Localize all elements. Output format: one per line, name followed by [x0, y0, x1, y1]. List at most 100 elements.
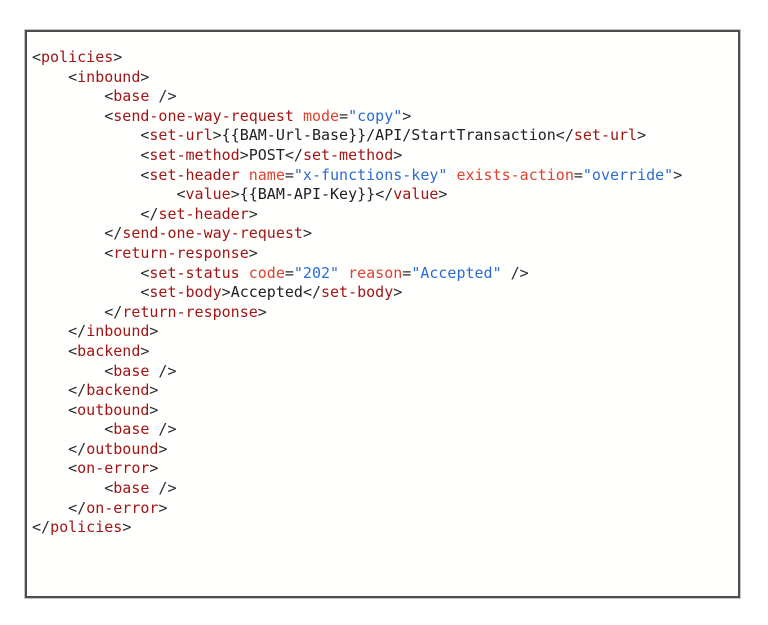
code-line: </outbound>	[32, 440, 730, 460]
xml-attribute-value: "Accepted"	[411, 263, 502, 282]
code-line: <on-error>	[32, 459, 730, 479]
code-line: </backend>	[32, 381, 730, 401]
xml-delimiter: <	[68, 400, 78, 419]
xml-delimiter: <	[68, 459, 78, 478]
code-line: <base />	[32, 479, 730, 499]
xml-delimiter: <	[140, 126, 150, 145]
xml-element-name: base	[113, 87, 150, 106]
xml-delimiter: </	[555, 126, 574, 145]
xml-element-name: inbound	[77, 67, 141, 86]
xml-delimiter: >	[149, 400, 159, 419]
xml-element-name: set-header	[158, 204, 249, 223]
xml-delimiter: <	[140, 165, 150, 184]
xml-delimiter: </	[104, 224, 123, 243]
xml-element-name: value	[393, 185, 439, 204]
code-line: <base />	[32, 362, 730, 382]
xml-delimiter: >	[221, 283, 231, 302]
xml-delimiter: >	[158, 439, 168, 458]
xml-delimiter: <	[104, 243, 114, 262]
xml-element-name: base	[113, 361, 150, 380]
xml-delimiter: </	[68, 439, 87, 458]
xml-attribute-name: exists-action	[456, 165, 574, 184]
xml-element-name: outbound	[86, 439, 159, 458]
xml-delimiter: <	[104, 106, 114, 125]
xml-attribute-name: name	[248, 165, 285, 184]
xml-delimiter: >	[149, 459, 159, 478]
xml-element-name: return-response	[113, 243, 249, 262]
code-line: <outbound>	[32, 401, 730, 421]
xml-delimiter: >	[248, 204, 258, 223]
code-line: </inbound>	[32, 322, 730, 342]
xml-attribute-name: code	[248, 263, 285, 282]
xml-element-name: on-error	[77, 459, 150, 478]
code-line: <value>{{BAM-API-Key}}</value>	[32, 185, 730, 205]
xml-delimiter: </	[68, 322, 87, 341]
xml-delimiter: <	[176, 185, 186, 204]
code-line: <set-status code="202" reason="Accepted"…	[32, 264, 730, 284]
xml-attribute-value: "202"	[293, 263, 340, 282]
xml-delimiter: <	[68, 67, 78, 86]
xml-delimiter: <	[104, 479, 114, 498]
xml-delimiter: >	[158, 498, 168, 517]
xml-delimiter: >	[149, 322, 159, 341]
xml-delimiter: >	[122, 518, 132, 537]
xml-code-block: <policies> <inbound> <base /> <send-one-…	[24, 29, 741, 599]
xml-delimiter: >	[230, 185, 240, 204]
xml-delimiter: =	[284, 263, 294, 282]
xml-element-name: inbound	[86, 322, 150, 341]
xml-attribute-value: "x-functions-key"	[293, 165, 448, 184]
xml-delimiter: >	[239, 145, 249, 164]
xml-delimiter: <	[140, 283, 150, 302]
xml-delimiter: <	[104, 361, 114, 380]
xml-delimiter: =	[284, 165, 294, 184]
code-line: <set-url>{{BAM-Url-Base}}/API/StartTrans…	[32, 126, 730, 146]
xml-delimiter: </	[284, 145, 303, 164]
xml-delimiter: />	[149, 361, 177, 380]
xml-element-name: backend	[86, 381, 150, 400]
code-line: </set-header>	[32, 205, 730, 225]
xml-delimiter: >	[140, 67, 150, 86]
xml-element-name: set-url	[573, 126, 638, 145]
xml-delimiter	[294, 107, 303, 125]
xml-text-content: POST	[248, 145, 285, 164]
code-line: <set-header name="x-functions-key" exist…	[32, 166, 730, 186]
xml-element-name: return-response	[122, 302, 258, 321]
xml-delimiter: >	[212, 126, 222, 145]
xml-delimiter: />	[149, 479, 177, 498]
xml-element-name: policies	[41, 48, 114, 66]
xml-delimiter: =	[339, 106, 349, 125]
xml-delimiter	[339, 264, 348, 282]
xml-delimiter: <	[32, 48, 42, 66]
xml-element-name: set-body	[149, 283, 222, 302]
xml-attribute-value: "override"	[582, 165, 674, 184]
xml-element-name: send-one-way-request	[122, 224, 303, 243]
code-line: </on-error>	[32, 499, 730, 519]
code-line: <set-method>POST</set-method>	[32, 146, 730, 166]
xml-delimiter: >	[393, 283, 403, 302]
xml-element-name: value	[185, 185, 231, 204]
code-lines: <policies> <inbound> <base /> <send-one-…	[27, 32, 738, 546]
xml-delimiter: </	[104, 302, 123, 321]
code-line: <set-body>Accepted</set-body>	[32, 283, 730, 303]
xml-delimiter: </	[375, 185, 394, 204]
xml-delimiter: <	[104, 420, 114, 439]
code-line: <base />	[32, 87, 730, 107]
xml-delimiter: />	[501, 263, 529, 282]
xml-element-name: set-url	[149, 126, 213, 145]
xml-delimiter: </	[68, 381, 87, 400]
xml-delimiter: </	[68, 498, 87, 517]
xml-element-name: set-header	[149, 165, 240, 184]
code-line: <backend>	[32, 342, 730, 362]
xml-element-name: outbound	[77, 400, 150, 419]
xml-element-name: base	[113, 420, 150, 439]
xml-delimiter: <	[104, 87, 114, 106]
xml-element-name: base	[113, 479, 150, 498]
xml-element-name: set-body	[321, 283, 394, 302]
xml-delimiter: <	[68, 341, 78, 360]
xml-delimiter: >	[673, 165, 683, 184]
xml-attribute-value: "copy"	[348, 106, 403, 125]
xml-delimiter: />	[149, 87, 177, 106]
xml-delimiter: <	[140, 145, 150, 164]
code-line: <policies>	[32, 48, 730, 68]
